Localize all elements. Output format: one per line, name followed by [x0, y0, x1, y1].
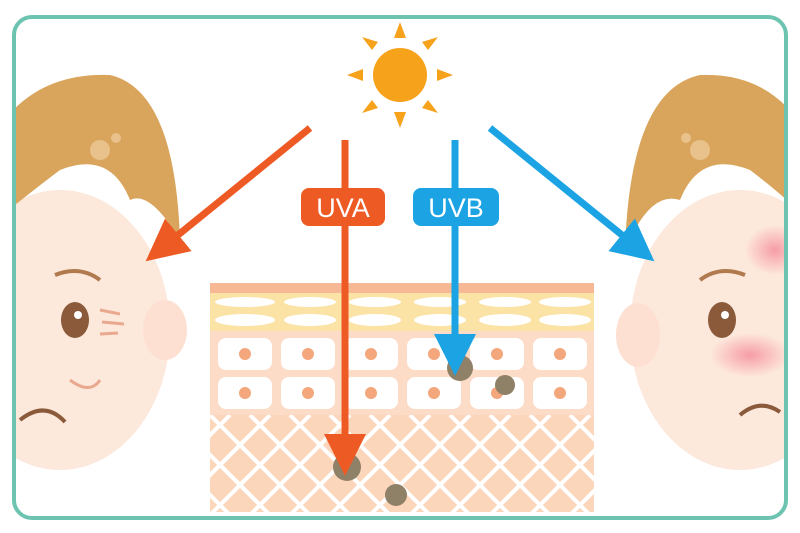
cell-nucleus [554, 348, 566, 360]
uvb-label-text: UVB [428, 193, 484, 223]
epidermis-top-layer [210, 293, 594, 331]
dermis-fiber [328, 415, 432, 512]
skin-cross-section [210, 283, 594, 512]
dermis-fiber [210, 415, 232, 512]
epidermis-cell-layer [210, 331, 594, 415]
dermis-fiber [210, 415, 272, 512]
uvb-label: UVB [413, 188, 499, 226]
cell-nucleus [239, 348, 251, 360]
left-face-aged [14, 74, 187, 470]
sun-icon [347, 22, 453, 128]
uva-arrow-to-face [145, 125, 313, 262]
cell-nucleus [302, 348, 314, 360]
cell-nucleus [428, 348, 440, 360]
cell-nucleus [302, 387, 314, 399]
dermis-fiber [568, 415, 594, 512]
cell-nucleus [428, 387, 440, 399]
uvb-arrow-to-face [487, 125, 655, 262]
cell-nucleus [554, 387, 566, 399]
left-eye [61, 302, 89, 338]
right-face-sunburned [616, 74, 786, 470]
dermis-fiber [448, 415, 552, 512]
uva-label-text: UVA [316, 193, 370, 223]
right-eye [708, 302, 736, 338]
uva-label: UVA [301, 188, 385, 226]
dermis-fiber [528, 415, 594, 512]
right-hair [625, 74, 786, 250]
dermis-fiber [210, 415, 312, 512]
dermis-fiber [568, 415, 594, 512]
dermis-fiber [248, 415, 352, 512]
dermis-fiber [488, 415, 592, 512]
cell-nucleus [239, 387, 251, 399]
dermis-fiber [210, 415, 232, 512]
cell-nucleus [365, 387, 377, 399]
cell-nucleus [491, 348, 503, 360]
frame-border [12, 15, 788, 520]
cell-nucleus [365, 348, 377, 360]
dermis-fiber [408, 415, 512, 512]
